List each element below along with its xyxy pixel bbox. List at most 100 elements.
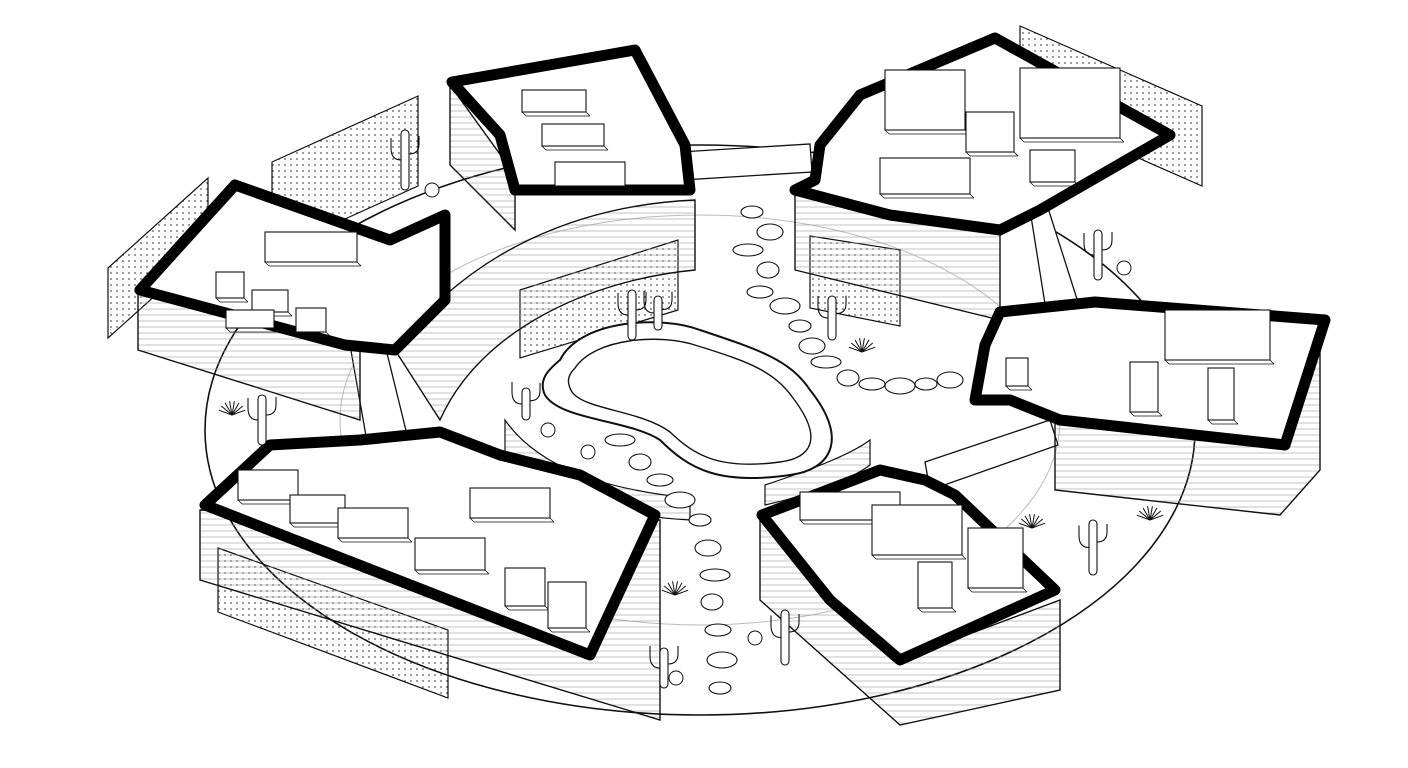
- sofa-edge: [1029, 181, 1035, 187]
- counter-edge: [469, 517, 475, 523]
- curved-counter-edge: [879, 193, 885, 199]
- armchair-edge: [215, 297, 221, 303]
- stepping-stone: [810, 355, 842, 369]
- agave: [1136, 506, 1164, 521]
- furniture-block-edge: [1022, 587, 1028, 593]
- sofa: [414, 537, 490, 575]
- barrel-cactus: [1116, 260, 1132, 276]
- agave-leaf: [674, 581, 678, 596]
- stepping-stone: [914, 377, 938, 391]
- stepping-stone: [788, 319, 812, 333]
- cactus-trunk: [257, 394, 267, 446]
- sofa-top: [414, 537, 486, 571]
- pavilion-northeast: [789, 32, 1176, 321]
- kitchen-island-edge: [356, 261, 362, 267]
- agave-leaf: [1018, 522, 1033, 529]
- agave-leaf: [231, 402, 240, 416]
- kitchen-island: [264, 231, 362, 267]
- stepping-stone: [664, 491, 696, 509]
- sofa-edge: [273, 327, 279, 333]
- shelf-top: [917, 561, 953, 609]
- pavilion-north-wall: [449, 82, 516, 232]
- bench-edge: [547, 627, 553, 633]
- stepping-stone: [628, 453, 652, 471]
- bench-edge: [1157, 411, 1163, 417]
- stepping-stone: [688, 513, 712, 527]
- cactus: [247, 394, 277, 446]
- pavilion-south: [756, 464, 1061, 726]
- agave-leaf: [667, 582, 676, 596]
- bench-edge: [289, 522, 295, 528]
- furniture-block-edge: [967, 587, 973, 593]
- shelf-edge: [917, 607, 923, 613]
- desk: [965, 111, 1019, 157]
- agave-leaf: [1149, 506, 1153, 521]
- curved-counter-top: [879, 157, 971, 195]
- sofa-edge: [554, 185, 560, 191]
- agave-leaf: [848, 346, 863, 353]
- cactus: [511, 382, 541, 421]
- counter-top: [469, 487, 551, 519]
- agave: [848, 338, 876, 353]
- cactus-arm: [529, 382, 541, 402]
- cactus: [1078, 519, 1108, 576]
- bench-edge: [541, 145, 547, 151]
- cactus-arm: [649, 646, 661, 669]
- bench-edge: [603, 145, 609, 151]
- stepping-stone: [936, 371, 964, 389]
- cactus: [770, 609, 800, 666]
- bookshelf-edge: [237, 499, 243, 505]
- agave-leaf: [674, 589, 689, 596]
- agave: [1018, 514, 1046, 529]
- sofa-top: [225, 309, 275, 329]
- bookshelf: [1164, 309, 1275, 365]
- barrel-cactus: [540, 422, 556, 438]
- shelf: [917, 561, 957, 613]
- cactus-arm: [617, 293, 629, 316]
- bookshelf-edge: [1019, 137, 1025, 143]
- armchair: [215, 271, 249, 303]
- stepping-stone: [700, 593, 724, 611]
- stepping-stone: [884, 377, 916, 395]
- curved-wall-north: [394, 199, 696, 422]
- bench: [1207, 367, 1239, 425]
- kitchen-island-top: [264, 231, 358, 263]
- coffee-table-edge: [295, 331, 301, 337]
- bookshelf: [884, 69, 970, 135]
- bench: [547, 581, 591, 633]
- l-desk-edge: [871, 554, 877, 560]
- stepping-stone: [646, 473, 674, 487]
- agave-leaf: [674, 585, 687, 596]
- bookshelf-edge: [884, 129, 890, 135]
- bookshelf-top: [884, 69, 966, 131]
- agave-leaf: [661, 589, 676, 596]
- agave-leaf: [1149, 514, 1164, 521]
- cactus-arm: [247, 398, 259, 421]
- cacti-and-agaves: [218, 129, 1164, 689]
- bench: [504, 567, 550, 611]
- stepping-stone: [708, 681, 732, 695]
- agave-leaf: [1029, 514, 1033, 529]
- pavilion-north-furniture: [521, 89, 630, 191]
- agave-leaf: [663, 585, 676, 596]
- cactus-arm: [770, 615, 782, 639]
- courtyard-walls: [394, 199, 871, 521]
- agave-leaf: [674, 582, 683, 596]
- kitchen-island-edge: [264, 261, 270, 267]
- cactus-trunk: [827, 295, 837, 341]
- bench-top: [547, 581, 587, 629]
- cactus-trunk: [627, 289, 637, 341]
- bench-top: [1129, 361, 1159, 413]
- sofa-top: [1029, 149, 1076, 183]
- agave-leaf: [1031, 515, 1040, 529]
- armchair-edge: [243, 297, 249, 303]
- cactus: [649, 646, 679, 689]
- agave-leaf: [1138, 510, 1151, 521]
- stepping-stone: [756, 261, 780, 279]
- barrel-cactus: [580, 444, 596, 460]
- agave-leaf: [861, 346, 876, 353]
- cactus: [1083, 229, 1113, 281]
- cactus: [817, 295, 847, 341]
